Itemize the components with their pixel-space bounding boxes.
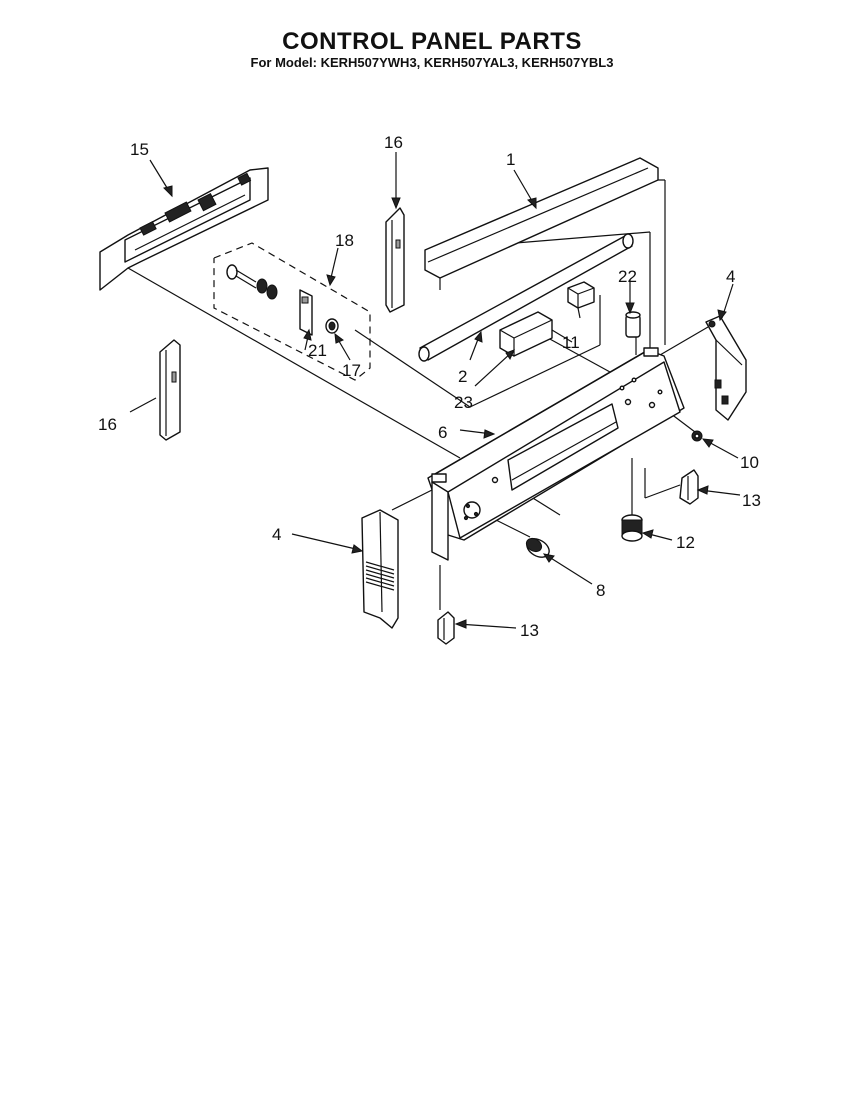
callout-arrows: [129, 152, 741, 629]
part-10-nut: [691, 430, 703, 442]
callout-22: 22: [618, 267, 637, 286]
page-title: CONTROL PANEL PARTS: [282, 28, 582, 55]
part-6-control-panel: [427, 347, 685, 561]
callout-17: 17: [342, 361, 361, 380]
part-8-knob: [525, 537, 550, 558]
callout-13-right: 13: [742, 491, 761, 510]
part-23-ballast: [499, 311, 573, 357]
model-list: For Model: KERH507YWH3, KERH507YAL3, KER…: [250, 55, 614, 70]
callout-8: 8: [596, 581, 605, 600]
part-16-side-trim-top: [385, 207, 405, 313]
callout-21: 21: [308, 341, 327, 360]
callout-23: 23: [454, 393, 473, 412]
part-2-light-tube: [418, 233, 634, 362]
part-15-control-overlay: [99, 167, 269, 291]
callout-16-left: 16: [98, 415, 117, 434]
part-22-capacitor: [625, 311, 641, 338]
part-4-end-cap-left: [361, 509, 399, 629]
callout-15: 15: [130, 140, 149, 159]
part-1-trim-strip: [424, 157, 659, 290]
callout-10: 10: [740, 453, 759, 472]
part-13-clip-left: [437, 611, 455, 645]
callout-4-left: 4: [272, 525, 281, 544]
part-4-end-cap-right: [705, 315, 747, 421]
vent-slots: [365, 561, 395, 591]
callout-12: 12: [676, 533, 695, 552]
part-12-bushing: [621, 514, 643, 542]
callout-1: 1: [506, 150, 515, 169]
part-13-clip-right: [679, 469, 699, 505]
callout-13-left: 13: [520, 621, 539, 640]
callout-2: 2: [458, 367, 467, 386]
callout-18: 18: [335, 231, 354, 250]
callout-labels: 15 16 1 18 22 4 11 21 17 2 23 16 6 10 13…: [98, 133, 761, 640]
part-11-relay: [567, 281, 595, 309]
callout-16-top: 16: [384, 133, 403, 152]
callout-11: 11: [562, 333, 580, 352]
part-16-side-trim-left: [159, 339, 181, 441]
callout-6: 6: [438, 423, 447, 442]
part-18-switch-kit: [213, 242, 371, 381]
callout-4-right: 4: [726, 267, 735, 286]
